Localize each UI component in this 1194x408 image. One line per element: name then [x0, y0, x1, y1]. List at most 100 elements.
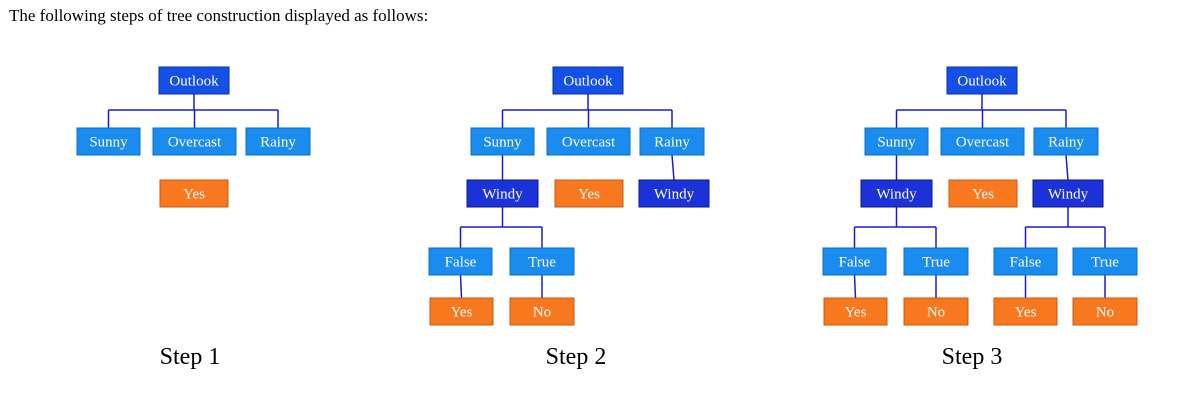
tree-edges — [459, 94, 675, 299]
tree-node-sunny-false-yes: Yes — [429, 297, 494, 326]
tree-node-sunny-true: True — [903, 247, 969, 276]
node-box-branch — [1072, 247, 1138, 276]
node-box-root — [158, 66, 230, 95]
tree-node-overcast-yes: Yes — [554, 179, 624, 208]
node-box-branch — [152, 127, 237, 156]
edge-rainy-to-rainy-windy — [1065, 154, 1069, 181]
tree-node-overcast-yes: Yes — [159, 179, 229, 208]
tree-node-rainy-false-yes: Yes — [993, 297, 1058, 326]
node-box-branch — [509, 247, 575, 276]
node-box-branch — [76, 127, 141, 156]
node-box-internal — [860, 179, 933, 208]
step-label: Step 1 — [160, 344, 221, 370]
node-label: Rainy — [654, 135, 690, 151]
node-label: No — [927, 305, 945, 321]
node-box-internal — [466, 179, 539, 208]
tree-node-sunny-windy: Windy — [860, 179, 933, 208]
tree-node-rainy-true-no: No — [1072, 297, 1138, 326]
tree-node-sunny: Sunny — [470, 127, 535, 156]
tree-node-outlook: Outlook — [946, 66, 1018, 95]
node-label: Windy — [654, 187, 695, 203]
intro-text: The following steps of tree construction… — [9, 6, 429, 25]
node-box-root — [552, 66, 624, 95]
node-box-branch — [822, 247, 887, 276]
node-box-branch — [245, 127, 311, 156]
node-box-branch — [864, 127, 929, 156]
node-box-internal — [638, 179, 710, 208]
node-label: Windy — [876, 187, 917, 203]
node-label: No — [533, 305, 551, 321]
node-box-leaf — [903, 297, 969, 326]
node-box-root — [946, 66, 1018, 95]
tree-node-rainy-true: True — [1072, 247, 1138, 276]
node-box-branch — [1033, 127, 1099, 156]
edge-rainy-to-rainy-windy — [671, 154, 675, 181]
tree-node-outlook: Outlook — [158, 66, 230, 95]
tree-node-rainy-windy: Windy — [1032, 179, 1104, 208]
tree-node-sunny-true: True — [509, 247, 575, 276]
node-label: Sunny — [483, 135, 522, 151]
tree-node-sunny-false: False — [822, 247, 887, 276]
node-label: Overcast — [168, 135, 222, 151]
node-label: False — [1010, 255, 1042, 271]
tree-node-rainy: Rainy — [639, 127, 705, 156]
tree-node-sunny-false: False — [428, 247, 493, 276]
node-box-leaf — [159, 179, 229, 208]
tree-node-overcast: Overcast — [546, 127, 631, 156]
node-label: True — [528, 255, 556, 271]
node-label: Outlook — [957, 74, 1007, 90]
tree-node-rainy-false: False — [993, 247, 1058, 276]
node-label: True — [1091, 255, 1119, 271]
node-box-leaf — [554, 179, 624, 208]
node-box-internal — [1032, 179, 1104, 208]
node-label: No — [1096, 305, 1114, 321]
node-box-leaf — [948, 179, 1018, 208]
tree-node-overcast-yes: Yes — [948, 179, 1018, 208]
tree-edges — [107, 94, 279, 128]
step-label: Step 2 — [546, 344, 607, 370]
node-box-branch — [993, 247, 1058, 276]
tree-node-sunny: Sunny — [76, 127, 141, 156]
tree-node-sunny-true-no: No — [509, 297, 575, 326]
node-label: Outlook — [169, 74, 219, 90]
node-box-branch — [903, 247, 969, 276]
node-label: Yes — [845, 305, 867, 321]
node-box-branch — [940, 127, 1025, 156]
node-label: False — [445, 255, 477, 271]
node-label: Yes — [972, 187, 994, 203]
tree-node-overcast: Overcast — [152, 127, 237, 156]
node-box-leaf — [429, 297, 494, 326]
tree-node-sunny-windy: Windy — [466, 179, 539, 208]
tree-edges — [853, 94, 1106, 299]
node-label: Overcast — [562, 135, 616, 151]
node-box-leaf — [1072, 297, 1138, 326]
step-label: Step 3 — [942, 344, 1003, 370]
node-label: Sunny — [877, 135, 916, 151]
tree-node-rainy: Rainy — [1033, 127, 1099, 156]
node-box-branch — [470, 127, 535, 156]
node-label: Outlook — [563, 74, 613, 90]
tree-node-overcast: Overcast — [940, 127, 1025, 156]
tree-node-sunny-false-yes: Yes — [823, 297, 888, 326]
node-label: Yes — [451, 305, 473, 321]
node-box-branch — [428, 247, 493, 276]
node-box-leaf — [509, 297, 575, 326]
node-label: Sunny — [89, 135, 128, 151]
edge-sunny-false-to-sunny-false-yes — [853, 274, 857, 299]
node-label: Windy — [1048, 187, 1089, 203]
node-box-leaf — [823, 297, 888, 326]
node-label: Overcast — [956, 135, 1010, 151]
node-label: Rainy — [1048, 135, 1084, 151]
node-box-leaf — [993, 297, 1058, 326]
node-label: Yes — [578, 187, 600, 203]
tree-node-sunny-true-no: No — [903, 297, 969, 326]
node-label: Yes — [183, 187, 205, 203]
node-label: Windy — [482, 187, 523, 203]
tree-node-outlook: Outlook — [552, 66, 624, 95]
edge-sunny-false-to-sunny-false-yes — [459, 274, 463, 299]
node-label: Yes — [1015, 305, 1037, 321]
node-label: True — [922, 255, 950, 271]
